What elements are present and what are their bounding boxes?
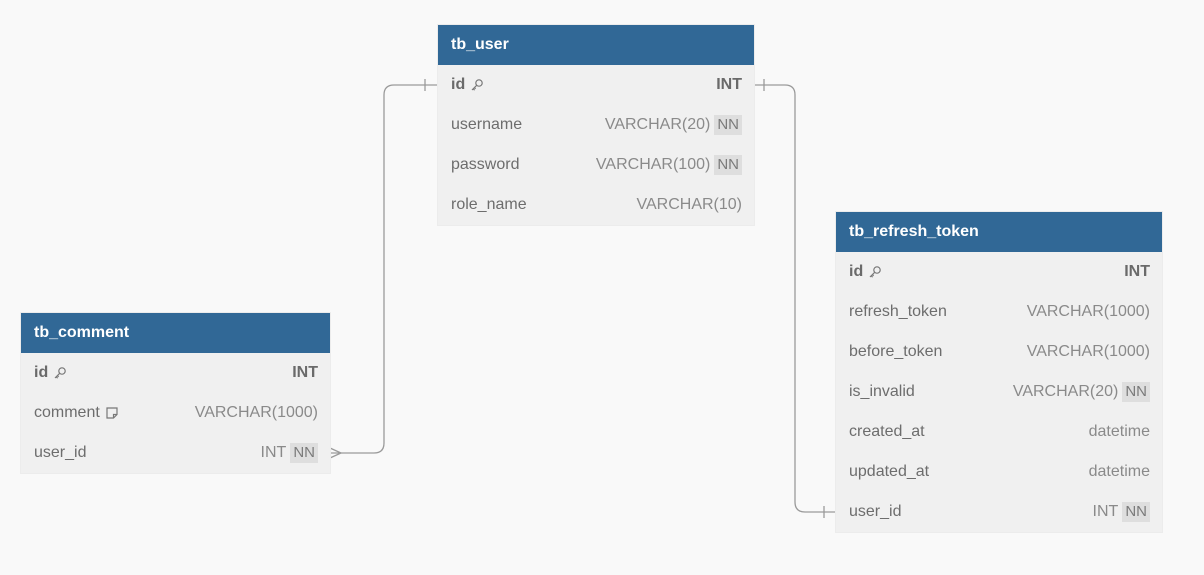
column-type: VARCHAR(1000) [1026,343,1150,360]
column-row-username[interactable]: username VARCHAR(20) NN [438,105,754,145]
key-icon [868,265,882,279]
column-type: INT [1092,503,1119,520]
column-type: VARCHAR(10) [636,196,743,213]
column-name: user_id [849,503,902,520]
not-null-badge: NN [290,443,318,463]
column-type: datetime [1088,463,1150,480]
column-row-password[interactable]: password VARCHAR(100) NN [438,145,754,185]
column-type: INT [716,76,742,93]
column-row-is-invalid[interactable]: is_invalid VARCHAR(20) NN [836,372,1162,412]
column-name: role_name [451,196,527,213]
key-icon [53,366,67,380]
column-name: updated_at [849,463,930,480]
column-name: before_token [849,343,943,360]
column-name: user_id [34,444,87,461]
column-name: refresh_token [849,303,947,320]
column-row-id[interactable]: id INT [438,65,754,105]
crow-foot-many-marker [329,447,343,459]
column-row-refresh-token[interactable]: refresh_token VARCHAR(1000) [836,292,1162,332]
column-name: id [849,263,864,280]
column-type: VARCHAR(1000) [1026,303,1150,320]
column-row-id[interactable]: id INT [836,252,1162,292]
relation-refresh-token-user[interactable] [754,84,836,513]
not-null-badge: NN [714,155,742,175]
column-type: INT [292,364,318,381]
column-name: id [34,364,49,381]
not-null-badge: NN [714,115,742,135]
column-type: INT [1124,263,1150,280]
column-name: created_at [849,423,925,440]
column-row-created-at[interactable]: created_at datetime [836,412,1162,452]
column-row-user-id[interactable]: user_id INT NN [21,433,330,473]
column-row-updated-at[interactable]: updated_at datetime [836,452,1162,492]
column-row-id[interactable]: id INT [21,353,330,393]
relation-comment-user[interactable] [330,84,437,454]
column-name: username [451,116,523,133]
column-row-comment[interactable]: comment VARCHAR(1000) [21,393,330,433]
column-type: INT [260,444,287,461]
not-null-badge: NN [1122,382,1150,402]
column-row-role-name[interactable]: role_name VARCHAR(10) [438,185,754,225]
column-type: VARCHAR(100) [595,156,711,173]
table-tb-refresh-token[interactable]: tb_refresh_token id INT refresh_token VA… [836,212,1162,532]
column-name: id [451,76,466,93]
not-null-badge: NN [1122,502,1150,522]
table-header-tb-comment[interactable]: tb_comment [21,313,330,353]
table-header-tb-user[interactable]: tb_user [438,25,754,65]
column-row-user-id[interactable]: user_id INT NN [836,492,1162,532]
key-icon [470,78,484,92]
column-type: VARCHAR(20) [1012,383,1119,400]
column-name: comment [34,404,100,421]
table-header-tb-refresh-token[interactable]: tb_refresh_token [836,212,1162,252]
table-tb-comment[interactable]: tb_comment id INT comment VARCHAR(1000) [21,313,330,473]
note-icon [105,406,119,420]
column-name: is_invalid [849,383,915,400]
column-type: VARCHAR(20) [604,116,711,133]
column-row-before-token[interactable]: before_token VARCHAR(1000) [836,332,1162,372]
column-name: password [451,156,520,173]
column-type: datetime [1088,423,1150,440]
table-tb-user[interactable]: tb_user id INT username VARCHAR(20) NN [438,25,754,225]
column-type: VARCHAR(1000) [194,404,318,421]
